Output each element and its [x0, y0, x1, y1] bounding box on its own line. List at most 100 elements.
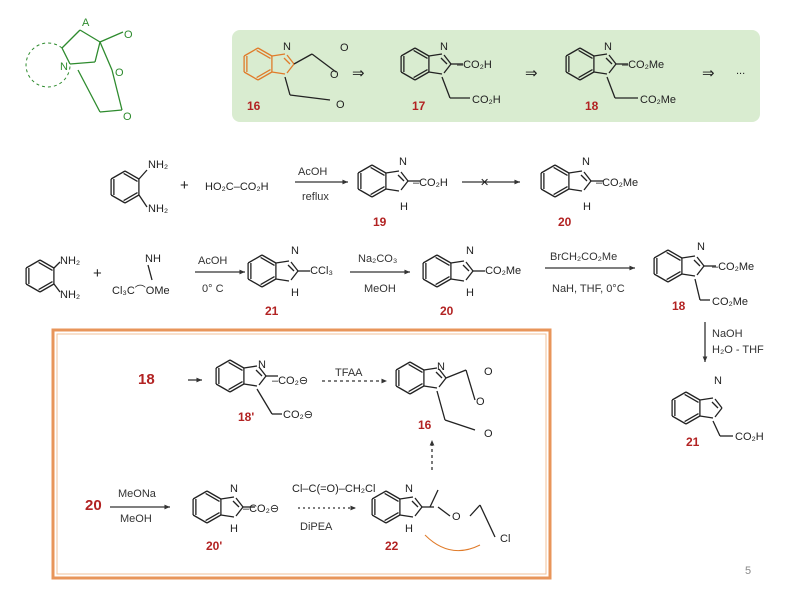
- bond: [99, 41, 113, 71]
- arrow-head: [239, 269, 245, 275]
- retro-arrow-3: ⇒: [702, 65, 715, 82]
- benzene-bond: [371, 188, 387, 198]
- compound-18-label: 18: [585, 99, 599, 113]
- bond: [275, 260, 290, 264]
- co2h-label: –CO₂H: [457, 59, 492, 71]
- benzene-bond: [653, 273, 669, 283]
- aromatic-bond: [256, 69, 271, 79]
- n-label: N: [437, 361, 445, 373]
- nh2-label: NH₂: [60, 289, 80, 301]
- aromatic-bond: [435, 256, 450, 266]
- co2me-label: –CO₂Me: [712, 261, 754, 273]
- co2h-label: CO₂H: [472, 94, 501, 106]
- fused-ring-arc: [25, 42, 71, 88]
- aromatic-bond: [553, 186, 568, 196]
- benzene-bond: [124, 194, 140, 204]
- oxalic-acid: HO₂C–CO₂H: [205, 181, 269, 193]
- aromatic-bond: [260, 256, 275, 266]
- bond: [397, 174, 405, 182]
- bond: [605, 57, 613, 65]
- bond: [462, 264, 470, 272]
- bond: [220, 514, 235, 518]
- carboxylate-label: –CO₂⊖: [243, 503, 279, 515]
- reagent-naoh: NaOH: [712, 328, 743, 340]
- benzene-bond: [667, 273, 683, 283]
- bond: [568, 170, 583, 174]
- bond: [271, 71, 286, 75]
- bond: [385, 170, 400, 174]
- bond: [69, 61, 96, 65]
- benzene-bond: [357, 188, 373, 198]
- bond: [235, 506, 244, 517]
- benzene-bond: [436, 278, 452, 288]
- benzene-bond: [206, 490, 222, 500]
- chloroacetyl-chloride: Cl–C(=O)–CH₂Cl: [292, 483, 375, 495]
- nh-label: H: [230, 523, 238, 535]
- bond: [138, 169, 148, 180]
- compound-18-label: 18: [672, 299, 686, 313]
- benzene-bond: [371, 164, 387, 174]
- bond: [696, 256, 705, 267]
- arrow-head: [164, 504, 170, 510]
- aromatic-bond: [260, 276, 275, 286]
- n-label: N: [440, 41, 448, 53]
- mechanism-frame: [51, 328, 552, 580]
- bond: [243, 365, 258, 369]
- reagent-nah: NaH, THF, 0°C: [552, 283, 625, 295]
- compound-16-label: 16: [418, 418, 432, 432]
- benzene-bond: [422, 254, 438, 264]
- arrow-head: [381, 378, 387, 384]
- bond: [445, 369, 467, 379]
- bond: [714, 407, 723, 418]
- curved-mechanism-arrow: [424, 534, 481, 552]
- reagent-bromoacetate: BrCH₂CO₂Me: [550, 251, 617, 263]
- o-label: O: [484, 428, 493, 440]
- o-label: O: [452, 511, 461, 523]
- imidate-label: Cl₃C⌒OMe: [112, 284, 170, 297]
- bond: [99, 109, 123, 113]
- aromatic-bond: [384, 512, 399, 522]
- bond: [220, 496, 235, 500]
- bond: [450, 260, 465, 264]
- aromatic-bond: [684, 413, 699, 423]
- benzene-bond: [243, 71, 259, 81]
- benzene-bond: [39, 283, 55, 293]
- arrow-head: [196, 377, 202, 383]
- benzene-bond: [653, 249, 669, 259]
- bond: [696, 265, 705, 276]
- benzene-bond: [110, 194, 126, 204]
- reagent-dipea: DiPEA: [300, 521, 333, 533]
- benzene-bond: [192, 490, 208, 500]
- benzene-bond: [400, 71, 416, 81]
- bond: [414, 506, 423, 517]
- n-label: N: [604, 41, 612, 53]
- benzene-bond: [371, 490, 387, 500]
- n-label: N: [714, 375, 722, 387]
- benzene-bond: [229, 383, 245, 393]
- benzene-bond: [579, 47, 595, 57]
- benzene-bond: [400, 47, 416, 57]
- aromatic-bond: [38, 261, 53, 271]
- bond: [61, 29, 81, 49]
- bond: [444, 419, 476, 431]
- aromatic-bond: [205, 512, 220, 522]
- bond: [77, 69, 101, 113]
- co2me-label: –CO₂Me: [622, 59, 664, 71]
- generic-o3: O: [123, 111, 132, 123]
- bond: [311, 53, 337, 73]
- reagent-meoh: MeOH: [364, 283, 396, 295]
- bond: [290, 270, 299, 281]
- aromatic-bond: [228, 381, 243, 391]
- plus-sign: +: [180, 177, 189, 194]
- benzene-bond: [671, 391, 687, 401]
- benzene-bond: [409, 361, 425, 371]
- benzene-bond: [409, 385, 425, 395]
- benzene-bond: [540, 164, 556, 174]
- generic-o1: O: [124, 29, 133, 41]
- bond: [79, 29, 101, 43]
- bond: [258, 375, 267, 386]
- aromatic-bond: [123, 192, 138, 202]
- benzene-bond: [192, 514, 208, 524]
- aromatic-bond: [413, 69, 428, 79]
- benzene-bond: [395, 385, 411, 395]
